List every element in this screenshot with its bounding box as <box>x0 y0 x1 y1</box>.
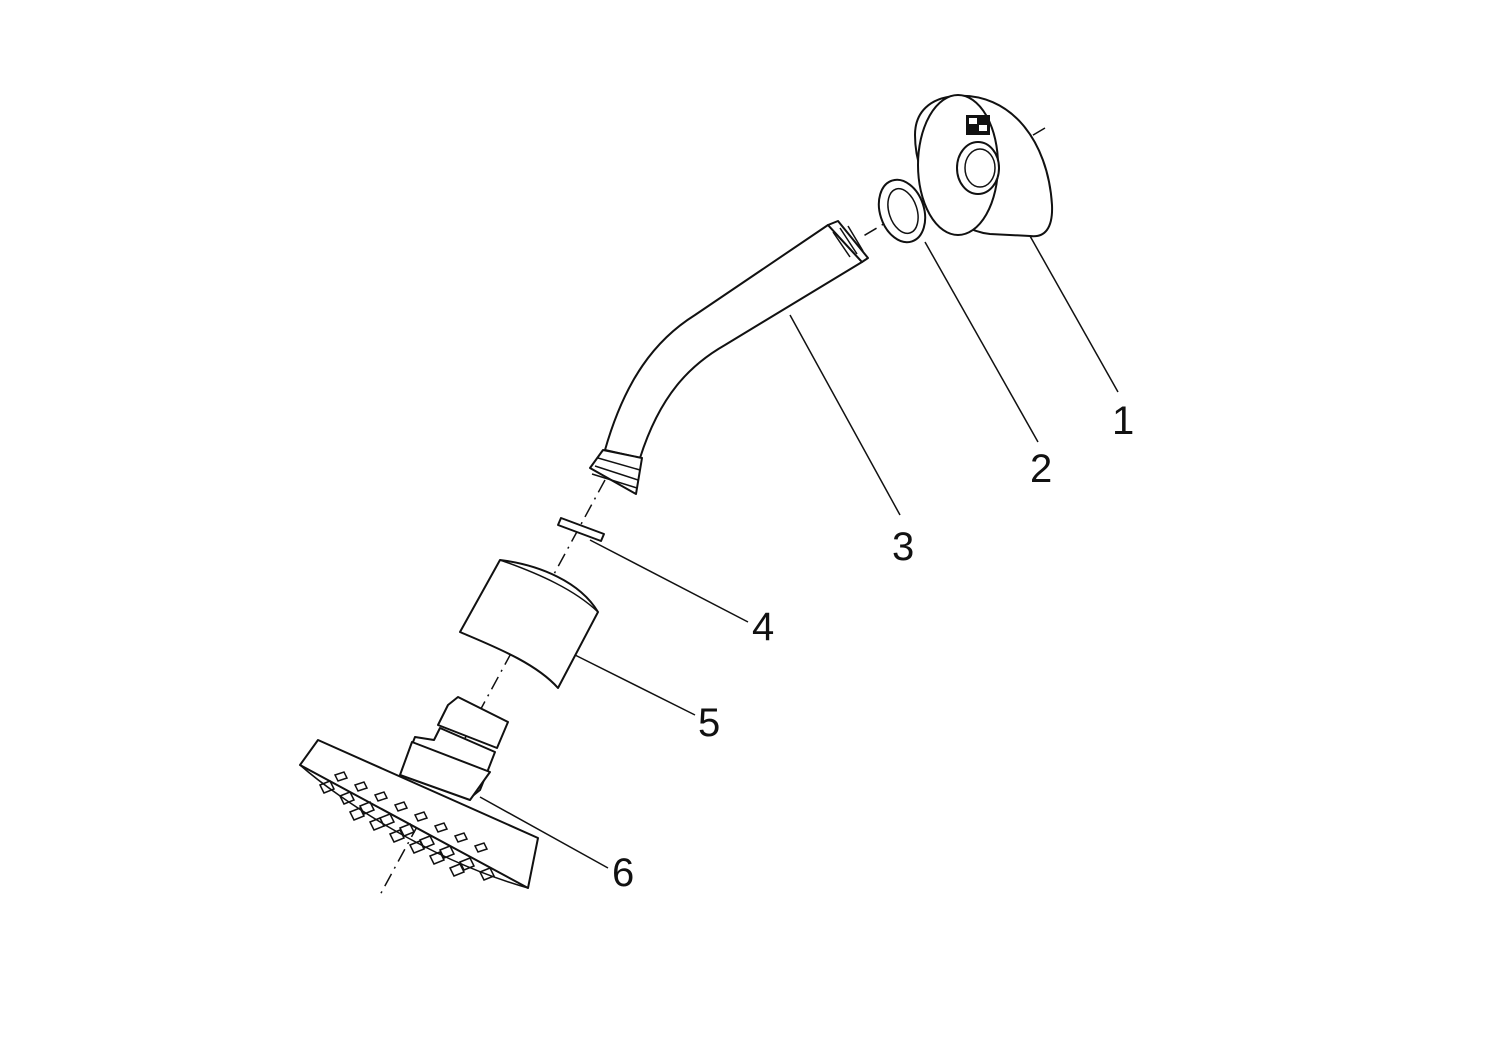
callout-2: 2 <box>1030 447 1052 491</box>
shower-head[interactable] <box>299 696 539 889</box>
leader-3 <box>789 314 901 516</box>
spray-nozzles <box>318 771 496 881</box>
callout-1: 1 <box>1112 399 1134 443</box>
adapter-sleeve[interactable] <box>459 559 599 689</box>
flat-washer[interactable] <box>557 517 605 542</box>
brand-logo-icon <box>966 115 990 135</box>
leader-2 <box>924 241 1039 443</box>
callout-4: 4 <box>752 605 774 649</box>
callout-6: 6 <box>612 851 634 895</box>
shower-arm[interactable] <box>589 220 869 495</box>
callout-labels: 1 2 3 4 5 6 <box>612 399 1134 895</box>
leader-1 <box>1029 235 1119 393</box>
seal-ring[interactable] <box>871 174 933 248</box>
leader-6 <box>479 796 609 869</box>
wall-flange[interactable] <box>914 94 1054 238</box>
callout-5: 5 <box>698 701 720 745</box>
callout-3: 3 <box>892 525 914 569</box>
leader-4 <box>589 539 749 623</box>
leader-lines <box>479 235 1119 869</box>
leader-5 <box>574 654 696 716</box>
